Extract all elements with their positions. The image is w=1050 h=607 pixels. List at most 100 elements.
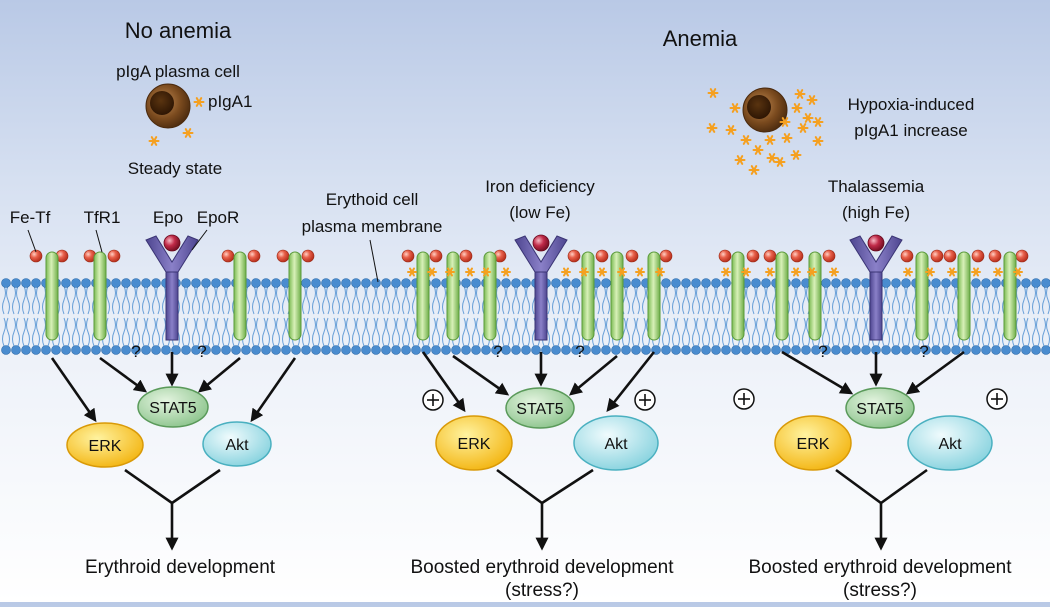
lipid-head (712, 279, 721, 288)
tfr1-receptor (484, 252, 496, 340)
piga1-asterisk (742, 136, 751, 144)
stat5-node-left-label: STAT5 (149, 400, 197, 417)
lipid-head (622, 346, 631, 355)
plasma-cell-label: pIgA plasma cell (116, 62, 240, 81)
piga1-asterisk (792, 269, 800, 276)
lipid-head (712, 346, 721, 355)
lipid-head (542, 346, 551, 355)
lipid-head (942, 279, 951, 288)
piga1-asterisk (814, 137, 823, 145)
arrow-to-development-right-join (836, 470, 927, 503)
steady-state-label: Steady state (128, 159, 223, 178)
fe-tf-molecule (430, 250, 442, 262)
lipid-head (182, 346, 191, 355)
lipid-head (942, 346, 951, 355)
piga1-asterisk (727, 126, 736, 134)
lipid-head (242, 346, 251, 355)
lipid-head (692, 346, 701, 355)
lipid-head (412, 346, 421, 355)
lipid-head (312, 279, 321, 288)
lipid-head (752, 346, 761, 355)
signaling-arrows: ?????? (52, 342, 1007, 548)
lipid-head (342, 346, 351, 355)
fe-tf-molecule (460, 250, 472, 262)
lipid-head (522, 279, 531, 288)
stat5-node-right-label: STAT5 (856, 401, 904, 418)
lipid-head (572, 279, 581, 288)
lipid-head (862, 346, 871, 355)
tfr1-receptor (809, 252, 821, 340)
lipid-head (842, 279, 851, 288)
lipid-head (882, 346, 891, 355)
epor-receptor (850, 236, 902, 340)
piga1-asterisk (793, 104, 802, 112)
piga1-asterisk (754, 146, 763, 154)
lipid-head (432, 279, 441, 288)
fe-tf-molecule (108, 250, 120, 262)
plasma-cell-right (743, 88, 787, 132)
stress-label-right: (stress?) (843, 580, 917, 601)
lipid-head (882, 279, 891, 288)
tfr1-receptor (958, 252, 970, 340)
piga1-asterisk (792, 151, 801, 159)
lipid-head (462, 279, 471, 288)
lipid-head (1042, 279, 1050, 288)
arrow-tfr-akt-left (252, 358, 295, 420)
piga1-asterisk (709, 89, 718, 97)
lipid-head (82, 279, 91, 288)
lipid-head (902, 279, 911, 288)
lipid-head (1032, 346, 1041, 355)
hypoxia-label-line1: Hypoxia-induced (848, 95, 975, 114)
piga1-asterisk (636, 269, 644, 276)
lipid-head (222, 346, 231, 355)
lipid-head (832, 346, 841, 355)
lipid-head (632, 346, 641, 355)
tfr1-receptor (289, 252, 301, 340)
lipid-head (122, 279, 131, 288)
piga1-asterisk (598, 269, 606, 276)
piga1-asterisk (150, 137, 159, 145)
lipid-head (2, 346, 11, 355)
tfr1-receptor (916, 252, 928, 340)
lipid-head (992, 279, 1001, 288)
lipid-head (72, 279, 81, 288)
lipid-head (212, 279, 221, 288)
tfr1-receptor (648, 252, 660, 340)
piga1-asterisk (408, 269, 416, 276)
membrane-label-line2: plasma membrane (302, 217, 443, 236)
epor-receptor (515, 236, 567, 340)
lipid-head (382, 279, 391, 288)
lipid-head (842, 346, 851, 355)
lipid-head (282, 346, 291, 355)
lipid-head (142, 346, 151, 355)
lipid-head (202, 279, 211, 288)
lipid-head (262, 279, 271, 288)
lipid-head (92, 346, 101, 355)
lipid-head (632, 279, 641, 288)
lipid-head (672, 346, 681, 355)
lipid-head (682, 346, 691, 355)
membrane-label-line1: Erythoid cell (326, 190, 419, 209)
lipid-head (562, 279, 571, 288)
tfr1-receptor (447, 252, 459, 340)
lipid-head (182, 279, 191, 288)
lipid-head (822, 279, 831, 288)
lipid-head (852, 346, 861, 355)
piga1-asterisk (994, 269, 1002, 276)
lipid-head (262, 346, 271, 355)
piga1-asterisk (708, 124, 717, 132)
tfr1-receptor (1004, 252, 1016, 340)
lipid-head (662, 346, 671, 355)
piga1-asterisk (195, 98, 204, 106)
lipid-head (792, 346, 801, 355)
lipid-head (402, 279, 411, 288)
piga1-asterisk (830, 269, 838, 276)
lipid-head (742, 346, 751, 355)
lipid-head (612, 346, 621, 355)
high-fe-label: (high Fe) (842, 203, 910, 222)
piga1-asterisk (502, 269, 510, 276)
lipid-head (932, 279, 941, 288)
lipid-head (602, 279, 611, 288)
lipid-head (2, 279, 11, 288)
